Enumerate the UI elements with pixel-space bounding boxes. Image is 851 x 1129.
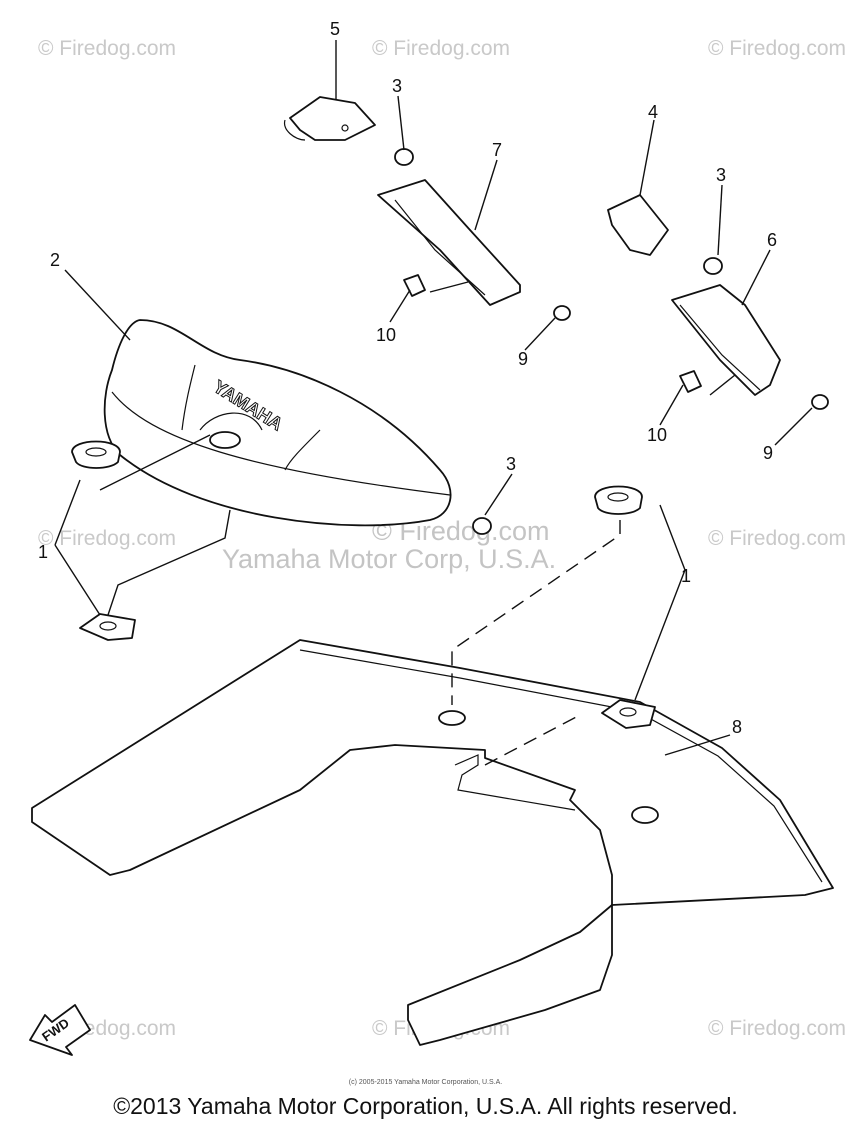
watermark-firedog: © Firedog.com <box>708 1017 846 1040</box>
label-7: 7 <box>492 140 502 160</box>
part-2-top-cover: YAMAHA <box>103 319 452 527</box>
label-3-mid: 3 <box>506 454 516 474</box>
watermark-firedog: © Firedog.com <box>372 37 510 60</box>
part-4-bracket <box>607 194 669 256</box>
label-9-left: 9 <box>518 349 528 369</box>
label-4: 4 <box>648 102 658 122</box>
fwd-arrow: FWD <box>29 1004 91 1056</box>
watermark-firedog: © Firedog.com <box>38 37 176 60</box>
part-labels: 5 3 7 4 3 6 2 10 9 10 9 3 1 1 8 <box>38 19 777 737</box>
part-5-bracket <box>283 96 376 141</box>
label-3-top: 3 <box>392 76 402 96</box>
label-6: 6 <box>767 230 777 250</box>
label-10-right: 10 <box>647 425 667 445</box>
watermark-center-corp: Yamaha Motor Corp, U.S.A. <box>222 544 556 574</box>
fasteners <box>394 148 829 535</box>
part-8-base-plate <box>31 639 834 1046</box>
label-5: 5 <box>330 19 340 39</box>
label-9-right: 9 <box>763 443 773 463</box>
leader-lines <box>54 40 813 766</box>
label-10-left: 10 <box>376 325 396 345</box>
watermark-firedog: © Firedog.com <box>708 37 846 60</box>
watermark-firedog: © Firedog.com <box>708 527 846 550</box>
label-8: 8 <box>732 717 742 737</box>
label-1-left: 1 <box>38 542 48 562</box>
watermark-firedog: © Firedog.com <box>38 527 176 550</box>
part-7-cover <box>377 179 521 306</box>
label-2: 2 <box>50 250 60 270</box>
label-1-right: 1 <box>681 566 691 586</box>
part-6-cover <box>671 284 781 396</box>
label-3-right: 3 <box>716 165 726 185</box>
part-1-grommets <box>71 440 656 729</box>
footer-small-copyright: (c) 2005-2015 Yamaha Motor Corporation, … <box>348 1079 503 1086</box>
footer-copyright: ©2013 Yamaha Motor Corporation, U.S.A. A… <box>113 1093 738 1119</box>
